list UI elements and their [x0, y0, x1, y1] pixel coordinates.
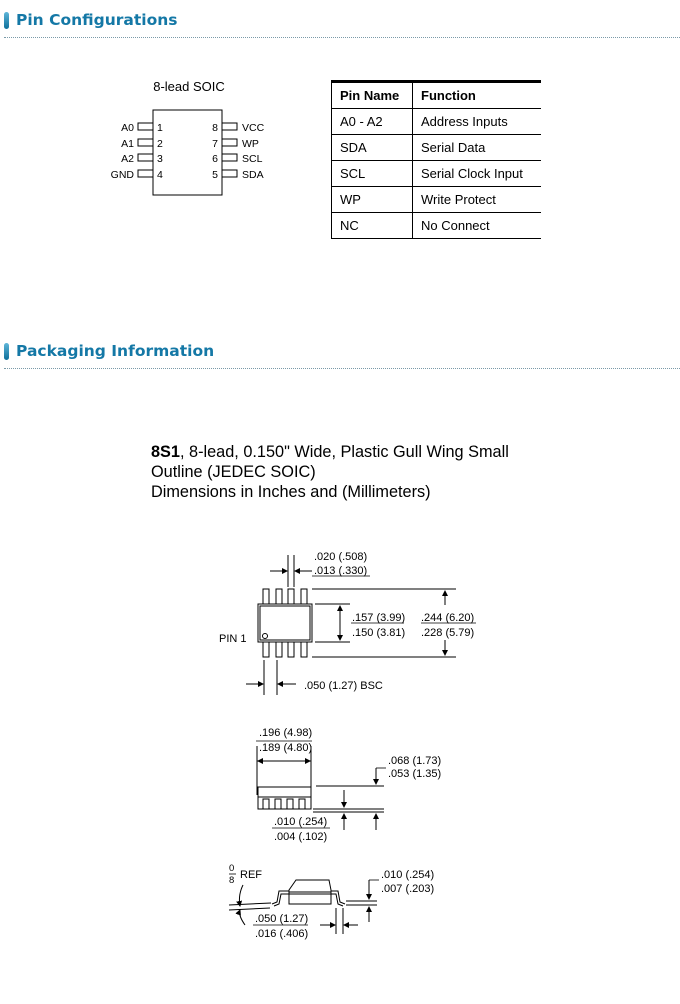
pin-label: VCC: [242, 122, 265, 134]
section-title: Pin Configurations: [16, 11, 178, 29]
package-description: 8S1, 8-lead, 0.150" Wide, Plastic Gull W…: [151, 442, 571, 502]
section-bullet-icon: [4, 342, 9, 360]
chip-body: [152, 109, 223, 196]
dim-text: .050 (1.27): [255, 913, 308, 925]
section-header-pin-configurations: Pin Configurations: [4, 11, 178, 29]
top-view-dimensions: .020 (.508) .013 (.330) .157 (3.99) .150…: [219, 551, 474, 692]
divider: [4, 368, 680, 369]
dim-text: .228 (5.79): [421, 627, 474, 639]
function-cell: Write Protect: [412, 186, 541, 213]
end-view-dimensions: 0 8 REF .050 (1.27) .016 (.406) .010 (.2…: [229, 863, 434, 940]
angle-ref-text: REF: [240, 869, 262, 881]
table-header-row: Pin Name Function: [331, 81, 541, 109]
dim-text: .150 (3.81): [352, 627, 405, 639]
angle-text: 0: [229, 863, 234, 874]
pin-number: 4: [157, 169, 163, 181]
pin-number: 2: [157, 138, 163, 150]
dim-text: .196 (4.98): [259, 727, 312, 739]
function-cell: Serial Clock Input: [412, 160, 541, 187]
pin-label: GND: [111, 169, 135, 181]
pin-name-cell: NC: [331, 212, 413, 239]
soic-pinout-diagram: 8-lead SOIC A0 A1 A2 GND 1 2 3 4 8 7 6 5…: [111, 79, 265, 196]
pin-label: WP: [242, 138, 259, 150]
dim-text: .157 (3.99): [352, 612, 405, 624]
pin-number: 6: [212, 153, 218, 165]
pin-label: A2: [121, 153, 134, 165]
divider: [4, 37, 680, 38]
pin-label: SDA: [242, 169, 264, 181]
pin-name-cell: A0 - A2: [331, 108, 413, 135]
pin-number: 8: [212, 122, 218, 134]
dim-text: .020 (.508): [314, 551, 367, 563]
column-header: Function: [412, 81, 541, 109]
function-cell: No Connect: [412, 212, 541, 239]
dim-text: .004 (.102): [274, 831, 327, 843]
angle-text: 8: [229, 875, 234, 886]
pin-number: 1: [157, 122, 163, 134]
dim-text: .010 (.254): [274, 816, 327, 828]
pin1-marker: [262, 633, 268, 639]
pin-number: 7: [212, 138, 218, 150]
section-bullet-icon: [4, 11, 9, 29]
pin-label: SCL: [242, 153, 263, 165]
pin-label: A0: [121, 122, 134, 134]
dim-text: .050 (1.27) BSC: [304, 680, 383, 692]
package-desc-line1: , 8-lead, 0.150" Wide, Plastic Gull Wing…: [179, 443, 509, 461]
package-desc-line3: Dimensions in Inches and (Millimeters): [151, 483, 431, 501]
dim-text: .053 (1.35): [388, 768, 441, 780]
pinout-title: 8-lead SOIC: [153, 79, 225, 94]
dim-text: .010 (.254): [381, 869, 434, 881]
pin-number: 3: [157, 153, 163, 165]
package-side-view: [256, 740, 386, 830]
pin-label: A1: [121, 138, 134, 150]
side-view-dimensions: .196 (4.98) .189 (4.80) .068 (1.73) .053…: [259, 727, 441, 843]
dim-text: .068 (1.73): [388, 755, 441, 767]
section-header-packaging-information: Packaging Information: [4, 342, 214, 360]
dim-text: .244 (6.20): [421, 612, 474, 624]
dim-text: .189 (4.80): [259, 742, 312, 754]
package-code: 8S1: [151, 443, 180, 461]
function-cell: Serial Data: [412, 134, 541, 161]
pin-number: 5: [212, 169, 218, 181]
dim-text: .013 (.330): [314, 565, 367, 577]
dim-text: .016 (.406): [255, 928, 308, 940]
package-desc-line2: Outline (JEDEC SOIC): [151, 463, 316, 481]
package-top-view: [246, 555, 476, 695]
dim-text: .007 (.203): [381, 883, 434, 895]
package-end-view: [228, 873, 379, 934]
pin1-label: PIN 1: [219, 633, 247, 645]
section-title: Packaging Information: [16, 342, 215, 360]
